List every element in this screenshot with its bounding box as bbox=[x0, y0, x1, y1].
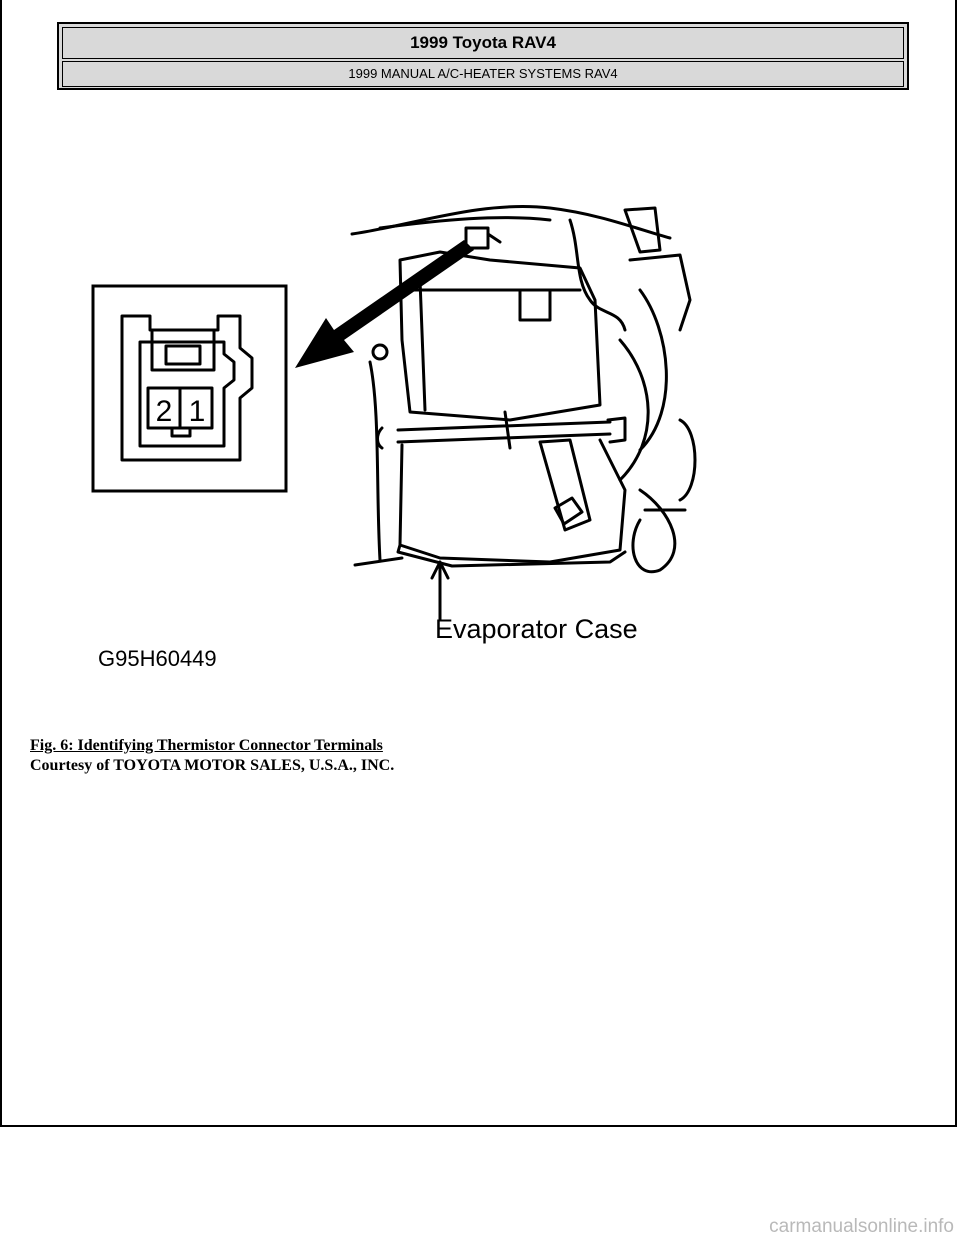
document-header: 1999 Toyota RAV4 1999 MANUAL A/C-HEATER … bbox=[57, 22, 909, 90]
document-subtitle: 1999 MANUAL A/C-HEATER SYSTEMS RAV4 bbox=[62, 61, 904, 87]
watermark-text: carmanualsonline.info bbox=[769, 1216, 954, 1237]
page-footer: carmanualsonline.info bbox=[0, 1138, 960, 1242]
connector-terminal-1-label: 1 bbox=[189, 395, 206, 428]
connector-terminal-2-label: 2 bbox=[156, 395, 173, 428]
figure-illustration: 2 1 Evaporator Case G95H60449 bbox=[91, 204, 697, 671]
document-title: 1999 Toyota RAV4 bbox=[62, 27, 904, 59]
evaporator-case-label: Evaporator Case bbox=[435, 614, 638, 644]
page-frame bbox=[0, 0, 957, 1127]
figure-courtesy: Courtesy of TOYOTA MOTOR SALES, U.S.A., … bbox=[30, 757, 395, 774]
thermistor-connector-figure: 2 1 Evaporator Case G95H60449 bbox=[80, 190, 700, 680]
figure-code: G95H60449 bbox=[98, 646, 217, 671]
figure-caption-title: Fig. 6: Identifying Thermistor Connector… bbox=[30, 737, 383, 754]
figure-caption: Fig. 6: Identifying Thermistor Connector… bbox=[30, 736, 394, 776]
